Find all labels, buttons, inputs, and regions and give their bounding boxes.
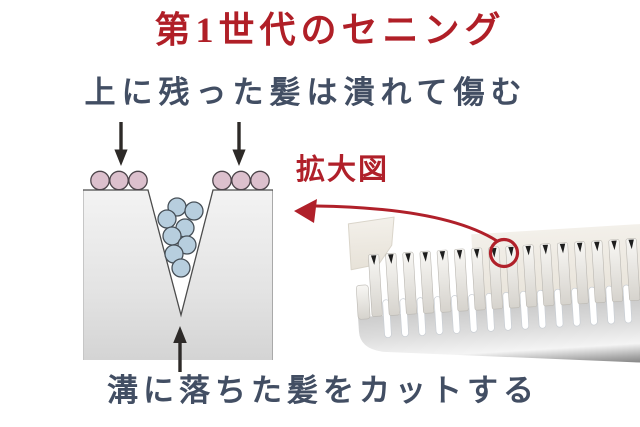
comb-tooth: [556, 242, 572, 306]
smooth-blade-corner: [347, 216, 395, 271]
metal-block: [83, 190, 273, 360]
crushed-hair-dot: [250, 170, 270, 191]
page-title: 第1世代のセニング: [154, 10, 506, 50]
tooth-notch: [491, 247, 497, 258]
tooth-notch: [508, 246, 514, 257]
highlight-circle-icon: [488, 237, 520, 269]
tooth-notch: [456, 249, 463, 260]
magnify-annotation: [294, 199, 520, 269]
fallen-hair-dot: [184, 201, 204, 221]
comb-blade-tip-stub: [356, 284, 371, 320]
crushed-hair-dots: [90, 170, 270, 191]
comb-tooth: [522, 244, 538, 308]
tooth-v-notches: [370, 239, 634, 265]
fallen-hair-dot: [157, 209, 177, 229]
comb-tooth: [368, 253, 383, 317]
tooth-notch: [439, 251, 446, 261]
comb-tooth: [539, 243, 555, 307]
crushed-hair-dot: [212, 170, 232, 191]
fallen-hair-dots: [157, 197, 204, 278]
tooth-notch: [628, 239, 634, 250]
comb-tooth: [608, 239, 624, 303]
tooth-notch: [576, 242, 583, 253]
tooth-notch: [542, 244, 549, 255]
comb-tooth: [591, 240, 606, 304]
comb-tooth: [419, 250, 435, 314]
tooth-notch: [405, 253, 411, 263]
tooth-notch: [473, 248, 480, 259]
comb-tooth: [471, 247, 486, 311]
groove-block-diagram: [83, 122, 273, 372]
tooth-notch: [388, 254, 394, 264]
comb-tooth: [385, 252, 400, 316]
comb-tooth: [488, 246, 503, 310]
bottom-caption: 溝に落ちた髪をカットする: [107, 373, 539, 408]
tooth-notch: [594, 241, 600, 252]
tooth-notch: [525, 245, 531, 256]
tooth-notch: [422, 252, 428, 262]
left-arrowhead-icon: [294, 199, 317, 223]
comb-tooth: [625, 238, 640, 302]
down-arrow-icon: [232, 122, 246, 166]
tooth-notch: [559, 243, 566, 254]
crushed-hair-dot: [128, 170, 148, 191]
comb-tooth: [402, 251, 418, 315]
crushed-hair-dot: [109, 170, 129, 191]
down-arrow-icon: [114, 122, 128, 166]
crushed-hair-dot: [231, 170, 251, 191]
comb-tooth: [574, 241, 589, 305]
tooth-notch: [611, 240, 617, 251]
tooth-notch: [370, 255, 377, 265]
fallen-hair-dot: [171, 258, 191, 278]
up-arrow-icon: [173, 326, 187, 372]
crushed-hair-dot: [90, 170, 110, 191]
top-caption: 上に残った髪は潰れて傷む: [84, 75, 528, 110]
groove-outline: [83, 189, 273, 318]
scissors-photo: [347, 216, 640, 364]
magnify-arrow-curve: [315, 204, 498, 243]
magnify-label: 拡大図: [296, 154, 390, 186]
comb-tooth: [436, 249, 452, 313]
comb-tooth: [453, 248, 469, 312]
comb-teeth: [368, 238, 640, 317]
